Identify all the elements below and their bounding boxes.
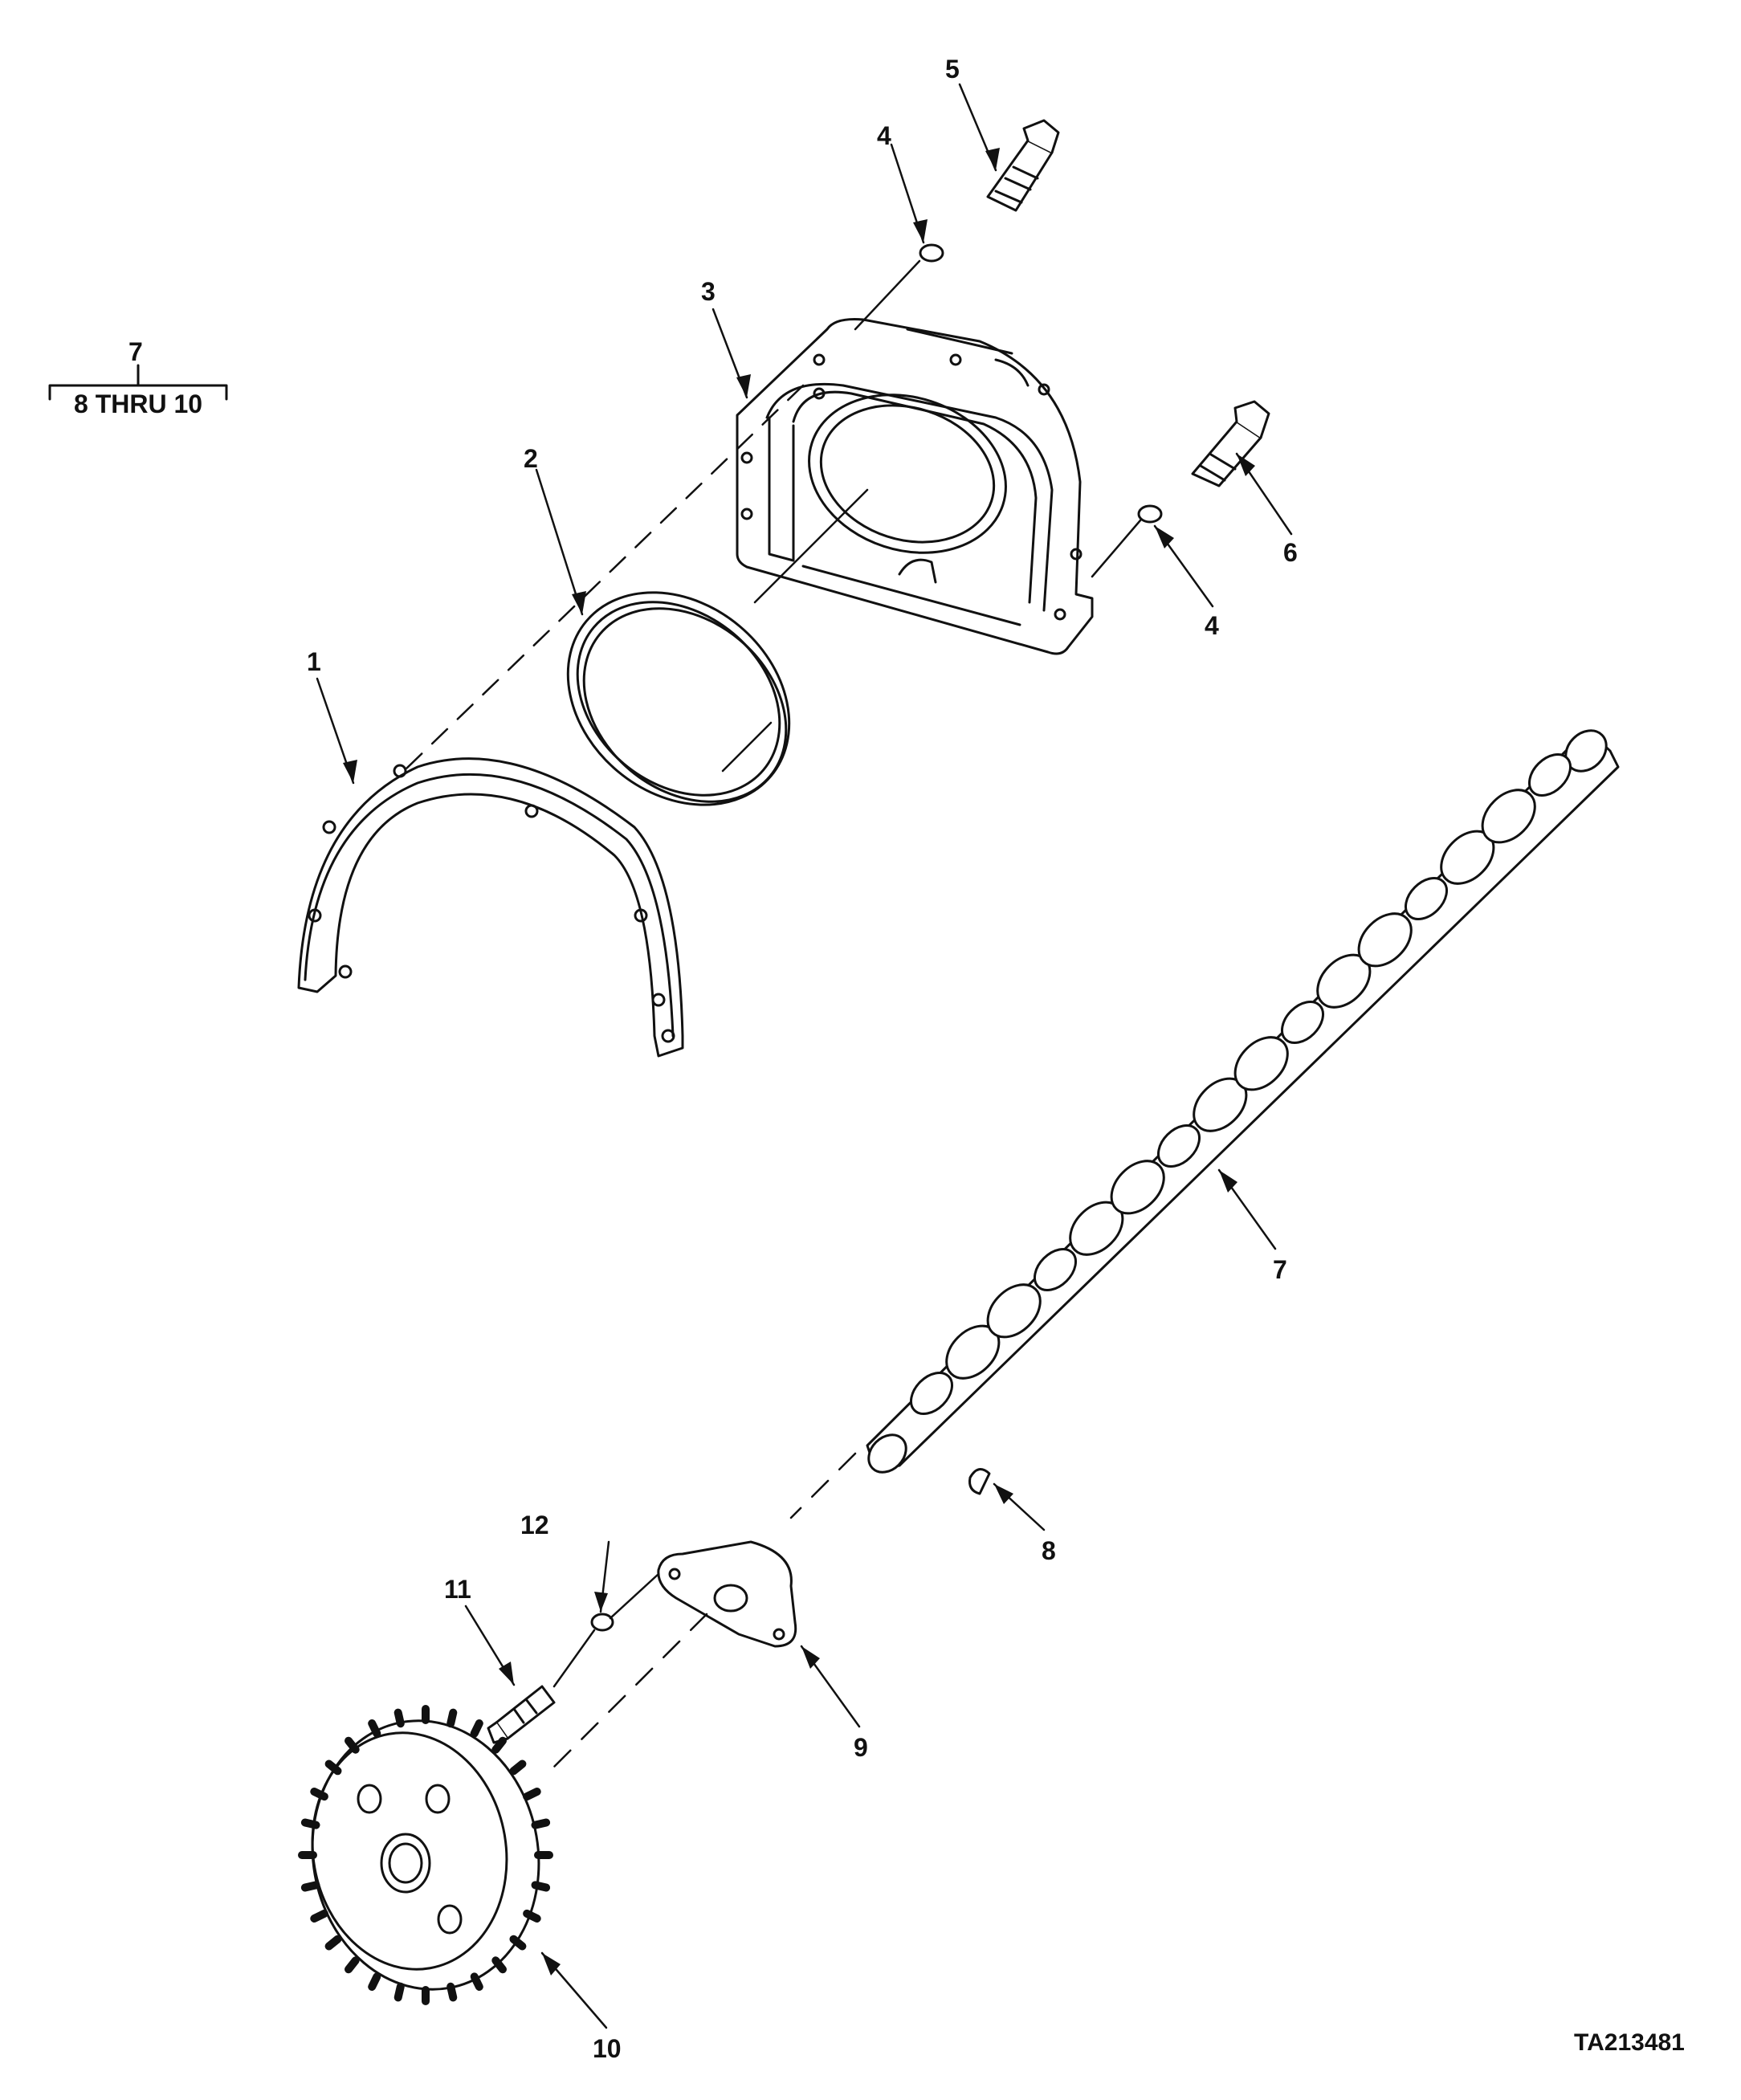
- gear-tooth: [372, 1976, 377, 1987]
- gear-tooth: [372, 1723, 377, 1734]
- callout-label-gear: 10: [593, 2034, 622, 2063]
- thrust-plate-screw: [488, 1686, 554, 1743]
- camshaft-journal: [1398, 871, 1455, 928]
- gear-tooth: [536, 1823, 547, 1825]
- callout-arrowheads: [343, 148, 1255, 1976]
- oil-seal-ring: [525, 548, 832, 849]
- gear-tooth: [305, 1823, 316, 1825]
- gear-tooth: [329, 1764, 338, 1772]
- woodruff-key: [970, 1470, 990, 1494]
- gear-tooth: [527, 1914, 537, 1919]
- callout-label-camshaft: 7: [1273, 1255, 1287, 1284]
- seal-retainer-housing: [737, 320, 1092, 654]
- camshaft-journal: [1274, 994, 1331, 1051]
- camshaft-journal: [1027, 1242, 1084, 1299]
- lock-washer-upper: [920, 245, 943, 261]
- callout-label-key: 8: [1042, 1536, 1056, 1565]
- camshaft-lobe: [1348, 903, 1421, 977]
- gear-tooth: [398, 1987, 401, 1998]
- gear-tooth: [527, 1792, 537, 1796]
- gear-tooth: [475, 1723, 479, 1734]
- camshaft-journal: [903, 1365, 960, 1422]
- callout-label-screw-upper: 5: [945, 55, 960, 84]
- legend-bracket: [50, 365, 226, 399]
- screw-upper: [988, 120, 1058, 210]
- camshaft-lobe: [977, 1274, 1050, 1348]
- callout-label-lock-washer-upper: 4: [877, 121, 891, 150]
- callout-label-gasket: 1: [307, 647, 321, 676]
- gear-tooth: [451, 1987, 453, 1998]
- gasket: [299, 759, 683, 1056]
- callout-label-washer-thrust: 12: [520, 1511, 549, 1539]
- gear-tooth: [314, 1792, 324, 1796]
- thrust-plate: [658, 1542, 796, 1646]
- camshaft-lobe: [1101, 1151, 1174, 1224]
- gear-tooth: [495, 1741, 503, 1750]
- camshaft-journal: [1522, 747, 1579, 804]
- assembly-lines: [406, 261, 1140, 1767]
- gear-tooth: [451, 1713, 453, 1724]
- gear-tooth: [349, 1741, 356, 1750]
- camshaft-lobes: [903, 747, 1579, 1422]
- screw-side: [1193, 402, 1269, 486]
- camshaft-journal: [1151, 1118, 1208, 1175]
- callout-label-oil-seal: 2: [524, 444, 538, 473]
- camshaft-gear-teeth: [302, 1709, 549, 2001]
- lock-washer-side: [1139, 506, 1161, 522]
- camshaft-lobe: [1225, 1027, 1298, 1100]
- gear-tooth: [349, 1960, 356, 1969]
- gear-tooth: [329, 1939, 338, 1947]
- gear-tooth: [514, 1764, 523, 1772]
- callout-label-lock-washer-side: 4: [1205, 611, 1219, 640]
- legend-children-range: 8 THRU 10: [74, 389, 203, 418]
- camshaft-lobe: [1472, 780, 1545, 853]
- legend-parent-number: 7: [128, 337, 143, 366]
- callout-label-screw-side: 6: [1283, 538, 1298, 567]
- callout-label-screw-thrust: 11: [444, 1575, 471, 1604]
- gear-tooth: [514, 1939, 523, 1947]
- gear-tooth: [475, 1976, 479, 1987]
- gear-tooth: [495, 1960, 503, 1969]
- camshaft-gear: [292, 1702, 560, 2008]
- gear-tooth: [305, 1885, 316, 1887]
- figure-id: TA213481: [1574, 2029, 1685, 2056]
- gear-tooth: [536, 1885, 547, 1887]
- callout-label-thrust-plate: 9: [854, 1733, 868, 1762]
- callout-label-retainer: 3: [701, 277, 716, 306]
- gear-tooth: [398, 1713, 401, 1724]
- thrust-plate-washer: [592, 1614, 613, 1630]
- gear-tooth: [314, 1914, 324, 1919]
